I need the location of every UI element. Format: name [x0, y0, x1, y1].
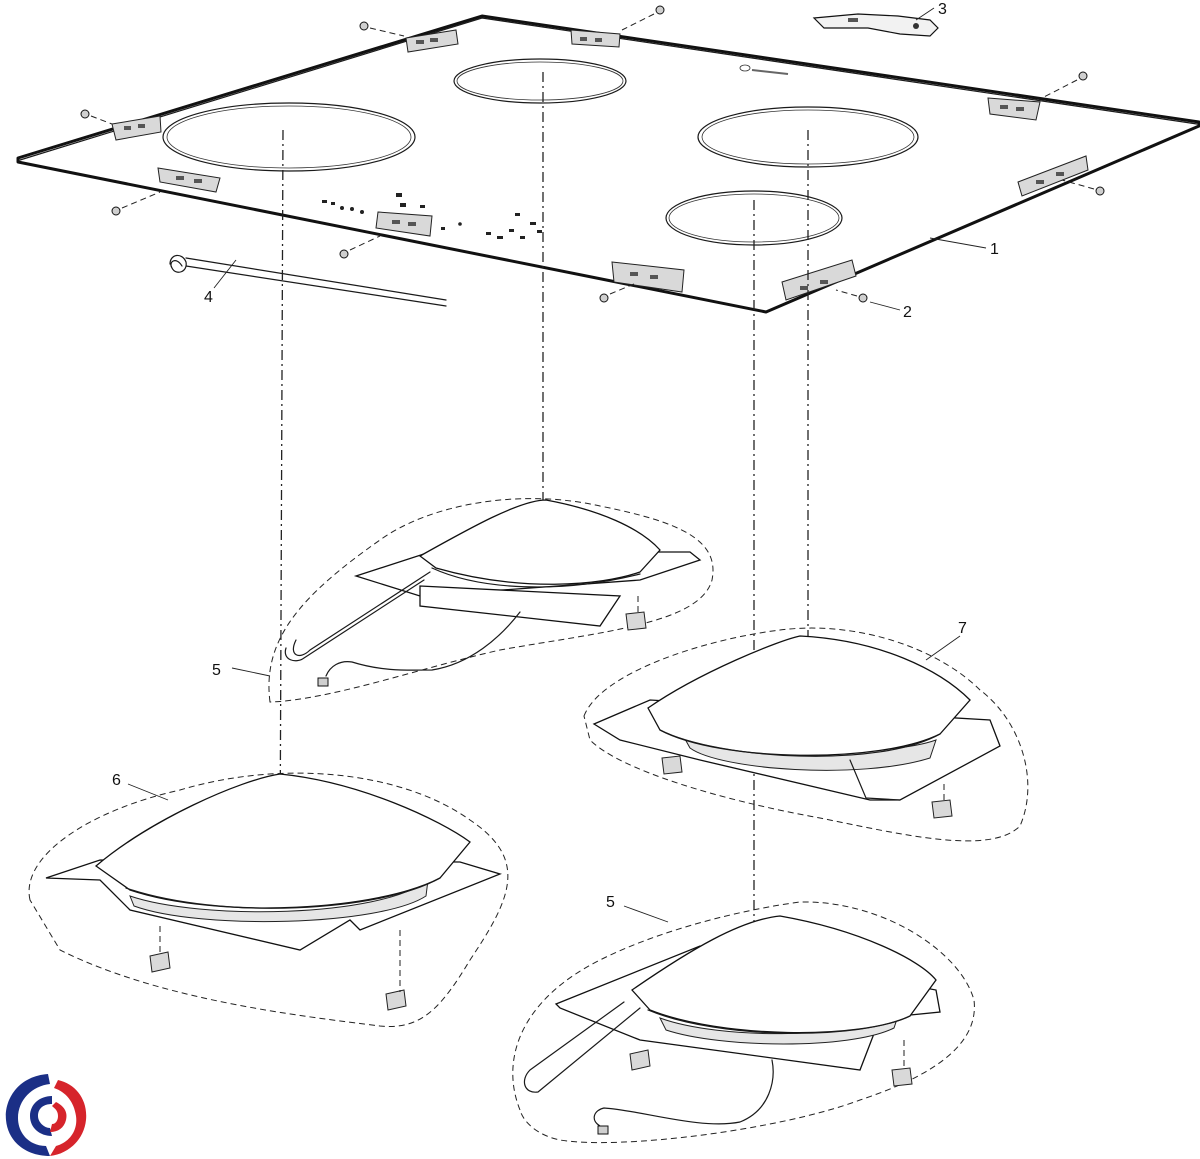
- coil-assembly-6: [28, 772, 509, 1027]
- callout-6: 6: [112, 772, 121, 789]
- cooking-zone-front: [665, 190, 843, 246]
- screw: [1041, 71, 1088, 99]
- alignment-axes: [279, 72, 809, 985]
- mounting-brackets: [111, 29, 1089, 301]
- bracket: [111, 115, 162, 141]
- bracket: [611, 261, 685, 293]
- cooking-zone-rear-mid: [453, 58, 627, 104]
- bracket: [375, 211, 433, 237]
- coil-assembly-5-upper: [268, 498, 714, 703]
- fixing-clip: [812, 13, 939, 37]
- bracket: [987, 97, 1041, 121]
- screw: [359, 21, 405, 37]
- callout-2: 2: [903, 304, 912, 321]
- company-logo: [5, 1074, 87, 1156]
- fixing-clip-small: [661, 755, 683, 775]
- bracket: [1017, 155, 1089, 197]
- fixing-clip-small: [931, 784, 953, 819]
- callout-7: 7: [958, 620, 967, 637]
- fixing-clip-small: [625, 596, 647, 631]
- fixing-clip-small: [891, 1040, 913, 1087]
- screw: [111, 191, 161, 216]
- brand-mark: [739, 64, 789, 75]
- callout-5-lower: 5: [606, 894, 615, 911]
- bracket: [781, 259, 857, 301]
- screw: [1061, 179, 1105, 196]
- coil-assembly-7: [583, 627, 1029, 842]
- callout-5-upper: 5: [212, 662, 221, 679]
- screw: [80, 109, 113, 125]
- screw: [339, 235, 381, 259]
- callout-1: 1: [990, 241, 999, 258]
- screw: [599, 283, 635, 303]
- bracket: [570, 29, 621, 48]
- bracket: [405, 29, 459, 53]
- fixing-clip-small: [385, 930, 407, 1011]
- callout-3: 3: [938, 1, 947, 18]
- fixing-clip-small: [629, 1049, 651, 1071]
- touch-controls: [322, 193, 542, 239]
- cooking-zone-right: [697, 106, 919, 168]
- screw: [835, 289, 868, 303]
- bracket: [157, 167, 221, 193]
- gasket-seal: [169, 254, 447, 307]
- cooking-zone-rear-left: [162, 102, 416, 172]
- screws: [80, 5, 1105, 303]
- screw: [621, 5, 665, 31]
- callout-4: 4: [204, 289, 213, 306]
- callouts: 1 2 3 4 5 6 7 5: [112, 1, 999, 923]
- fixing-clip-small: [149, 926, 171, 973]
- coil-assembly-5-lower: [512, 901, 975, 1144]
